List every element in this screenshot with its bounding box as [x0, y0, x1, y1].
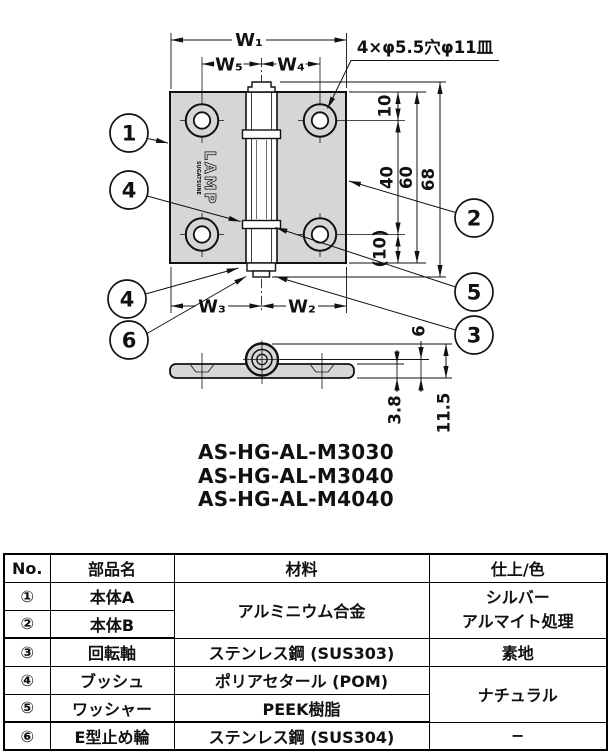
hole-top-left [184, 103, 220, 138]
callout-1-label: 1 [122, 122, 137, 146]
model-numbers: AS-HG-AL-M3030 AS-HG-AL-M3040 AS-HG-AL-M… [198, 440, 418, 512]
callout-5-label: 5 [467, 281, 482, 305]
callout-3-label: 3 [467, 324, 482, 348]
cell-part-name: 回転軸 [49, 637, 175, 667]
cell-part-name: ワッシャー [49, 693, 175, 723]
dim-label-11-5: 11.5 [435, 393, 454, 434]
callout-5: 5 [454, 272, 494, 312]
hole-note-leader [327, 60, 499, 109]
cell-finish: − [428, 721, 608, 751]
dim-label-3-8: 3.8 [386, 395, 405, 424]
cell-material: PEEK樹脂 [173, 693, 430, 723]
cell-no: ⑤ [3, 693, 51, 723]
side-view: 6 3.8 11.5 [169, 325, 454, 434]
col-header-finish: 仕上/色 [428, 553, 608, 583]
plan-dimensions: W₁ W₅ W₄ W₃ W₂ 10 40 60 68 (10) 4×φ5.5穴φ… [170, 30, 499, 317]
dim-label-w1: W₁ [235, 30, 263, 51]
cell-material: ステンレス鋼 (SUS303) [173, 637, 430, 667]
dim-label-6: 6 [410, 325, 429, 336]
dim-label-10: 10 [376, 95, 395, 118]
cell-no: ④ [3, 665, 51, 695]
table-row: ⑥ E型止め輪 ステンレス鋼 (SUS304) − [3, 721, 608, 751]
finish-line-2: アルマイト処理 [461, 612, 574, 631]
model-number: AS-HG-AL-M3030 [198, 440, 394, 464]
cell-material: ステンレス鋼 (SUS304) [173, 721, 430, 751]
side-barrel [243, 340, 281, 384]
callout-4-lower: 4 [107, 279, 147, 319]
callout-4-lower-label: 4 [120, 288, 135, 312]
callout-4-upper-label: 4 [122, 179, 137, 203]
dim-label-w2: W₂ [288, 296, 316, 317]
brand-lamp-text: LAMP [201, 150, 219, 205]
callouts: 1 4 4 6 2 5 3 [107, 113, 494, 360]
cell-material-merged: アルミニウム合金 [173, 581, 430, 639]
callout-2-label: 2 [467, 207, 482, 231]
table-row: ③ 回転軸 ステンレス鋼 (SUS303) 素地 [3, 637, 608, 667]
pin-top-cap [247, 81, 276, 93]
model-number: AS-HG-AL-M4040 [198, 487, 394, 511]
cell-part-name: ブッシュ [49, 665, 175, 695]
callout-4-upper: 4 [109, 170, 149, 210]
dim-label-68: 68 [419, 168, 438, 191]
cell-no: ③ [3, 637, 51, 667]
callout-1: 1 [109, 113, 149, 153]
cell-part-name: E型止め輪 [49, 721, 175, 751]
col-header-part: 部品名 [49, 553, 175, 583]
cell-no: ② [3, 609, 51, 639]
hole-top-right [302, 103, 338, 138]
table-header-row: No. 部品名 材料 仕上/色 [3, 553, 608, 583]
parts-table: No. 部品名 材料 仕上/色 ① 本体A アルミニウム合金 シルバー アルマイ… [3, 553, 608, 751]
hole-note-label: 4×φ5.5穴φ11皿 [357, 37, 494, 57]
brand-stamp: LAMP SUGATSUNE [195, 150, 219, 206]
col-header-material: 材料 [173, 553, 430, 583]
bushing-flange-upper [241, 129, 282, 140]
table-row: ② 本体B [3, 609, 607, 639]
hole-bottom-right [302, 217, 338, 252]
washer-bottom [246, 262, 277, 272]
table-row: ① 本体A アルミニウム合金 シルバー アルマイト処理 [3, 581, 608, 639]
cell-material: ポリアセタール (POM) [173, 665, 430, 695]
bushing-flange-lower [241, 219, 282, 230]
plan-view: LAMP SUGATSUNE [169, 57, 405, 312]
cell-finish-merged: ナチュラル [428, 665, 608, 723]
col-header-no: No. [3, 553, 51, 583]
dim-label-w4: W₄ [277, 55, 305, 76]
dim-label-w3: W₃ [198, 296, 226, 317]
cell-finish-merged: シルバー アルマイト処理 [428, 581, 608, 639]
dim-label-10ref: (10) [371, 229, 390, 267]
side-countersink-left [190, 353, 214, 389]
dim-label-w5: W₅ [215, 55, 243, 76]
callout-2: 2 [454, 198, 494, 238]
table-row: ⑤ ワッシャー PEEK樹脂 [3, 693, 607, 723]
finish-line-1: シルバー [485, 588, 550, 607]
model-number: AS-HG-AL-M3040 [198, 463, 394, 488]
screw-holes [184, 103, 338, 252]
callout-6: 6 [109, 320, 149, 360]
cell-no: ⑥ [3, 721, 51, 751]
brand-sugatsune-text: SUGATSUNE [195, 161, 201, 196]
cell-finish: 素地 [428, 637, 608, 667]
technical-drawing: LAMP SUGATSUNE W₁ W₅ W₄ W₃ W₂ 10 [107, 30, 499, 434]
cell-no: ① [3, 581, 51, 611]
cell-part-name: 本体A [49, 581, 175, 611]
hinge-pin-barrel [241, 81, 282, 278]
cell-part-name: 本体B [49, 609, 175, 639]
callout-6-label: 6 [122, 329, 137, 353]
dim-label-60: 60 [397, 166, 416, 189]
hole-bottom-left [184, 217, 220, 252]
callout-3: 3 [454, 315, 494, 355]
dim-label-40: 40 [378, 166, 397, 189]
table-row: ④ ブッシュ ポリアセタール (POM) ナチュラル [3, 665, 608, 723]
side-countersink-right [310, 353, 334, 389]
e-ring-bottom [252, 270, 271, 278]
